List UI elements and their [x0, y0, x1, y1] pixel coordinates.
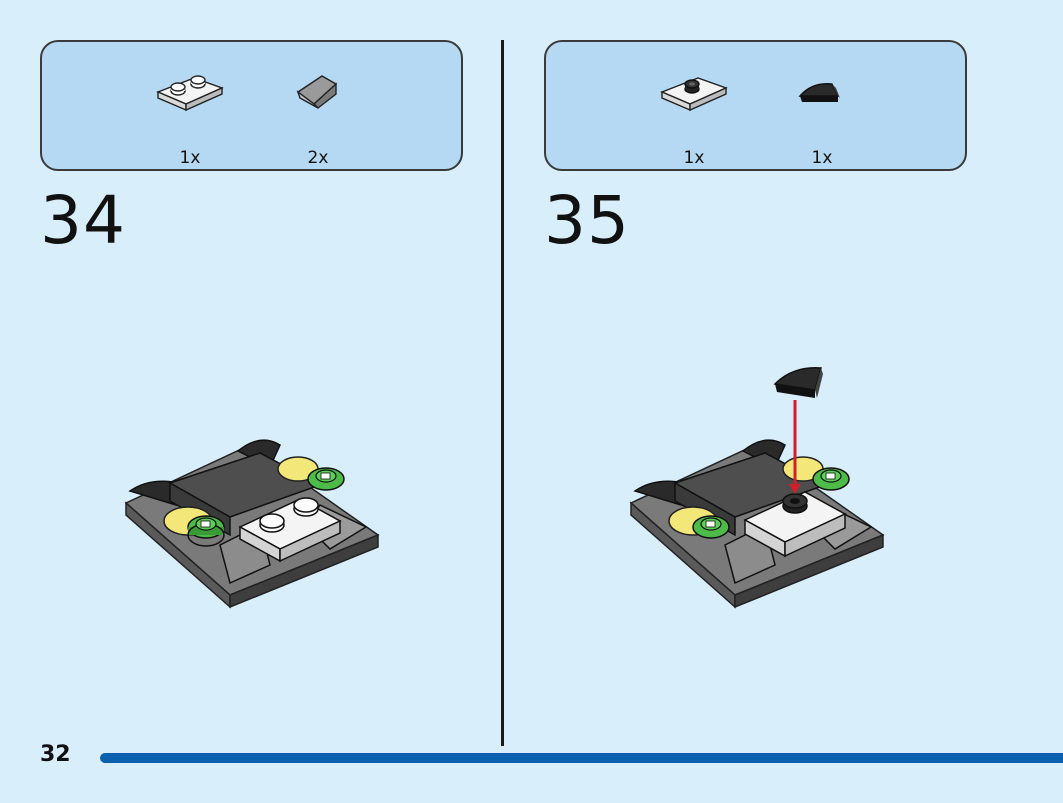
step-number-34: 34: [40, 182, 126, 259]
model-illustration-step-35: [629, 367, 885, 609]
model-illustration-step-34: [124, 439, 380, 609]
black-quarter-tile-icon: [798, 83, 840, 102]
parts-callout-step-34: 1x 2x: [40, 40, 463, 171]
part-quantity: 2x: [307, 148, 329, 168]
step-divider: [501, 40, 504, 746]
part-gray-slope: 2x: [278, 70, 358, 168]
page-number: 32: [40, 742, 71, 767]
part-white-plate: 1x: [150, 70, 230, 168]
step-number-35: 35: [544, 182, 630, 259]
white-jumper-plate-icon: [660, 77, 728, 112]
part-quantity: 1x: [179, 148, 201, 168]
white-plate-1x2-icon: [156, 75, 224, 112]
part-quantity: 1x: [811, 148, 833, 168]
part-black-quarter-tile: 1x: [782, 70, 862, 168]
parts-callout-step-35: 1x 1x: [544, 40, 967, 171]
part-white-jumper-plate: 1x: [654, 70, 734, 168]
gray-slope-icon: [296, 75, 338, 109]
progress-bar: [100, 753, 1063, 763]
part-quantity: 1x: [683, 148, 705, 168]
